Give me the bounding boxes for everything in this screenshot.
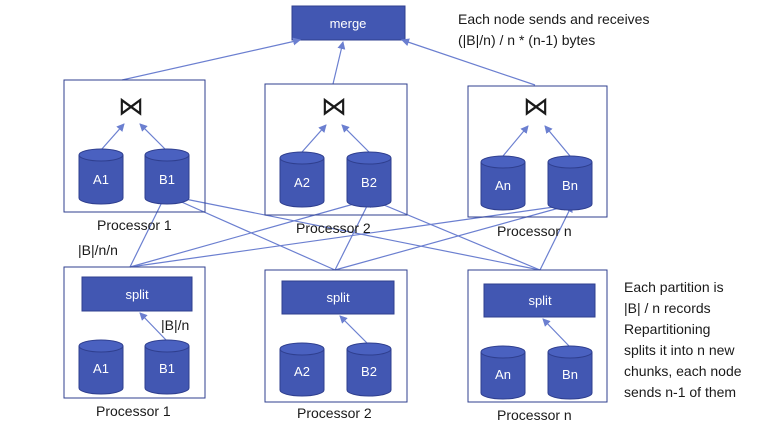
join-icon: ⋈ [118,91,144,121]
cylinder-b-label: B2 [361,175,377,190]
cylinder-b-label: B1 [159,361,175,376]
cylinder-b-label: B2 [361,364,377,379]
bottom-processor-n: split An Bn [467,269,608,403]
top-processor-n: ⋈ An Bn [467,85,608,218]
cylinder-a-label: An [495,367,511,382]
cylinder-b: B2 [346,151,392,208]
edge-label-lower: |B|/n [161,317,189,333]
processor-frame [467,85,608,218]
split-box [81,276,193,312]
split-label: split [528,293,552,308]
cylinder-b: Bn [547,345,593,400]
edge-p2-to-merge [332,41,346,85]
cylinder-a: A2 [279,151,325,208]
right-note: Each partition is |B| / n records Repart… [624,279,742,400]
right-note-line-3: Repartitioning [624,321,710,337]
edge-splitn-to-B1 [169,193,541,271]
cylinder-a-label: A2 [294,175,310,190]
split-label: split [125,287,149,302]
edge-split2-to-Bn [334,203,571,271]
bottom-processor-1-name: Processor 1 [96,403,171,419]
split-box [281,280,395,315]
split-box [483,283,596,318]
edge-splitn-to-B2 [371,199,541,271]
bottom-processor-n-name: Processor n [497,407,572,423]
bottom-processor-1: split |B|/n A1 B1 [63,266,206,399]
edge-split1-to-B1 [129,195,166,268]
cylinder-a: An [480,155,526,211]
top-processor-2: ⋈ A2 B2 [264,83,408,216]
cylinder-a: A1 [78,339,124,395]
cylinder-a: A2 [279,342,325,397]
merge-label: merge [330,16,367,31]
split-label: split [326,290,350,305]
right-note-line-1: Each partition is [624,279,724,295]
top-note-line-2: (|B|/n) / n * (n-1) bytes [458,32,595,48]
top-processor-n-name: Processor n [497,223,572,239]
join-icon: ⋈ [321,91,347,121]
cylinder-b-label: Bn [562,178,578,193]
cylinder-b-label: Bn [562,367,578,382]
processor-frame [264,269,408,403]
cylinder-b: B1 [144,148,190,205]
merge-node: merge [291,5,406,41]
cylinder-b: Bn [547,155,593,211]
processor-frame [264,83,408,216]
edge-split1-to-Bn [129,202,569,268]
right-note-line-5: chunks, each node [624,363,742,379]
edge-p1-to-merge [121,37,301,81]
edge-splitn-to-Bn [539,204,573,271]
processor-frame [63,266,206,399]
right-note-line-6: sends n-1 of them [624,384,736,400]
bottom-processor-2: split A2 B2 [264,269,408,403]
edge-label-upper: |B|/n/n [78,242,118,258]
top-processor-1: ⋈ A1 B1 [63,79,206,213]
cylinder-b: B1 [144,339,190,395]
join-icon: ⋈ [523,91,549,121]
edge-split2-to-B2 [334,199,371,271]
repartition-edges [129,193,573,271]
right-note-line-2: |B| / n records [624,300,711,316]
cylinder-b-label: B1 [159,172,175,187]
edge-split1-to-B2 [129,198,369,268]
cylinder-a: A1 [78,148,124,205]
bottom-processor-2-name: Processor 2 [297,405,372,421]
top-processor-2-name: Processor 2 [296,220,371,236]
cylinder-a-label: A1 [93,361,109,376]
edge-split2-to-B1 [167,195,336,271]
edge-pn-to-merge [401,38,536,86]
cylinder-a-label: A2 [294,364,310,379]
cylinder-a: An [480,345,526,400]
top-note-line-1: Each node sends and receives [458,11,649,27]
top-processor-1-name: Processor 1 [97,217,172,233]
processor-frame [467,269,608,403]
processor-frame [63,79,206,213]
merge-edges [121,37,536,86]
cylinder-a-label: A1 [93,172,109,187]
cylinder-a-label: An [495,178,511,193]
cylinder-b: B2 [346,342,392,397]
right-note-line-4: splits it into n new [624,342,735,358]
